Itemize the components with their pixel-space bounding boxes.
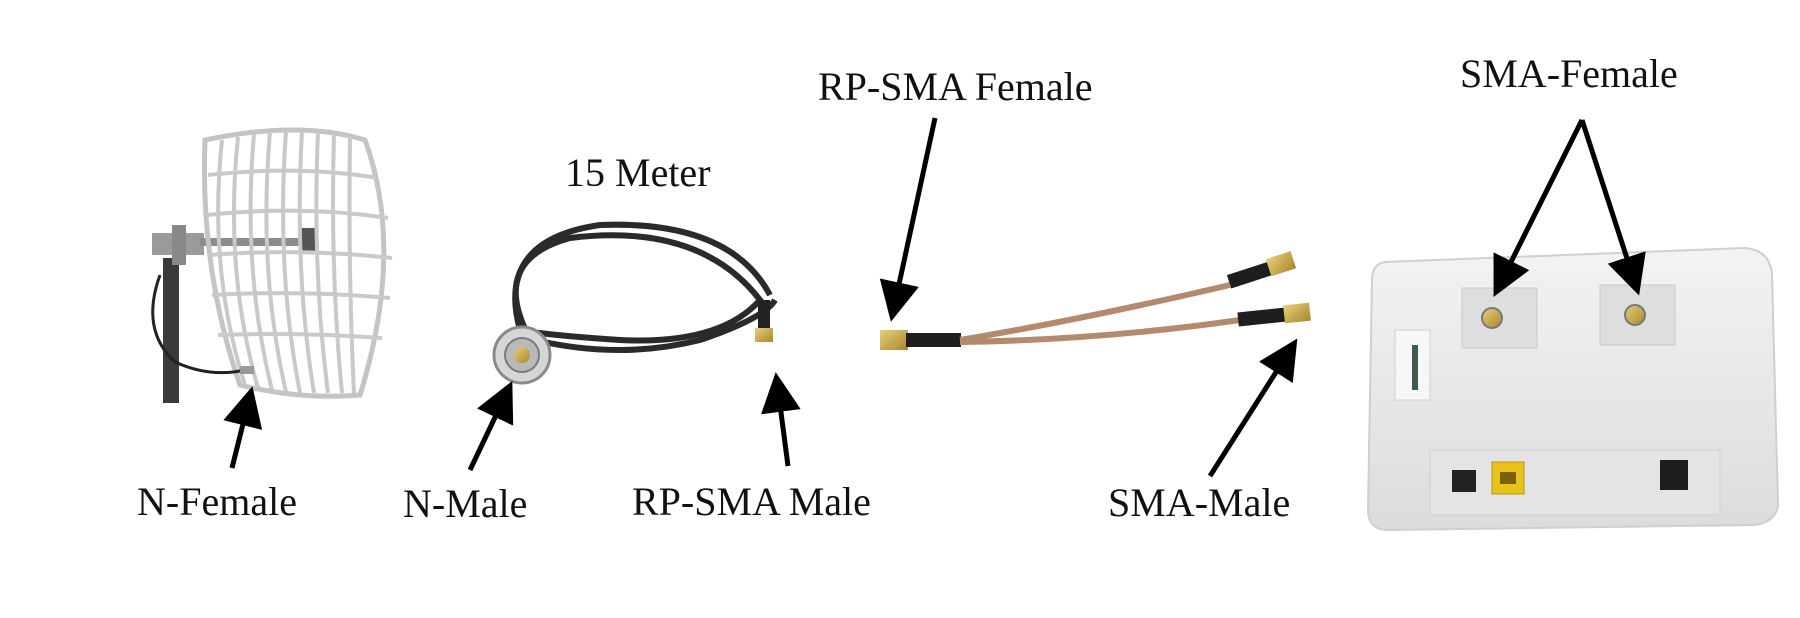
label-n-female: N-Female [137, 479, 297, 524]
router-image [1366, 246, 1780, 532]
label-n-male: N-Male [403, 481, 528, 526]
label-rp-sma-female: RP-SMA Female [818, 64, 1093, 109]
label-cable-length: 15 Meter [565, 150, 711, 195]
y-splitter-cable-image [880, 251, 1311, 350]
arrow-sma-male [1207, 338, 1298, 478]
arrow-rp-sma-male [761, 372, 801, 467]
coax-cable-image [492, 221, 778, 385]
arrow-sma-female-left [1493, 118, 1585, 297]
label-sma-female: SMA-Female [1460, 51, 1678, 96]
arrow-rp-sma-female [879, 117, 938, 322]
arrow-n-male [467, 380, 514, 472]
label-rp-sma-male: RP-SMA Male [632, 479, 871, 524]
label-sma-male: SMA-Male [1108, 480, 1291, 525]
grid-antenna-image [151, 127, 393, 403]
arrow-sma-female-right [1579, 119, 1646, 296]
arrow-n-female [223, 386, 263, 469]
